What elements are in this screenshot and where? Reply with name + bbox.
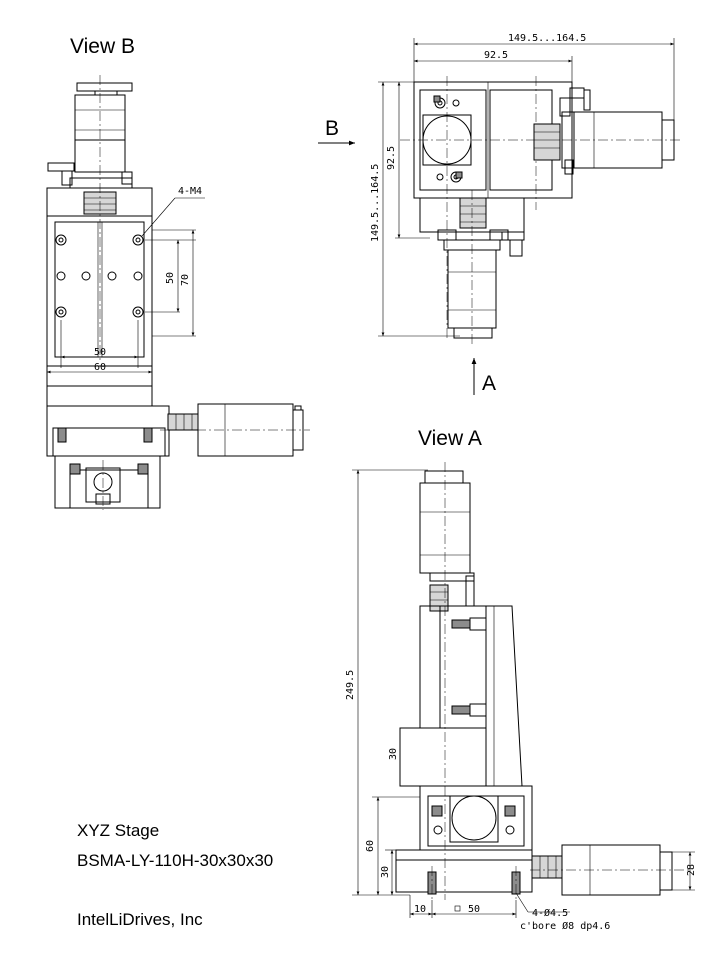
dim-28: 28	[686, 864, 697, 876]
title-block: XYZ Stage BSMA-LY-110H-30x30x30 IntelLiD…	[77, 821, 273, 929]
dim-cbore: c'bore Ø8 dp4.6	[520, 920, 610, 932]
dim-60-view-b: 60	[94, 362, 106, 373]
dim-range-top: 149.5...164.5	[508, 33, 586, 44]
title-model-number: BSMA-LY-110H-30x30x30	[77, 851, 273, 870]
dim-4-hole: 4-Ø4.5	[532, 907, 568, 919]
dim-range-side: 149.5...164.5	[370, 164, 381, 242]
dim-4-m4: 4-M4	[178, 186, 202, 197]
mounting-holes	[55, 234, 144, 318]
title-company: IntelLiDrives, Inc	[77, 910, 203, 929]
view-b-label: View B	[70, 35, 135, 58]
arrow-a-label: A	[482, 372, 496, 395]
arrow-b-label: B	[325, 117, 339, 140]
dim-60-side: 60	[365, 840, 376, 852]
dim-50-bottom: 50	[468, 904, 480, 915]
title-product-type: XYZ Stage	[77, 821, 159, 840]
view-a-drawing: View A 249.5 30	[345, 427, 697, 932]
view-a-label: View A	[418, 427, 482, 450]
top-view-drawing: 149.5...164.5 92.5 149.5...164.5 92.5 B	[318, 33, 680, 395]
dim-30-mid: 30	[388, 748, 399, 760]
dim-92-5-top: 92.5	[484, 50, 508, 61]
dim-10: 10	[414, 904, 426, 915]
dim-92-5-side: 92.5	[386, 146, 397, 170]
dim-249-5: 249.5	[345, 670, 356, 700]
dim-50-vertical: 50	[165, 272, 176, 284]
dim-70-vertical: 70	[180, 274, 191, 286]
view-b-drawing: View B	[46, 35, 310, 510]
dim-50-view-b: 50	[94, 347, 106, 358]
dim-30-side: 30	[380, 866, 391, 878]
